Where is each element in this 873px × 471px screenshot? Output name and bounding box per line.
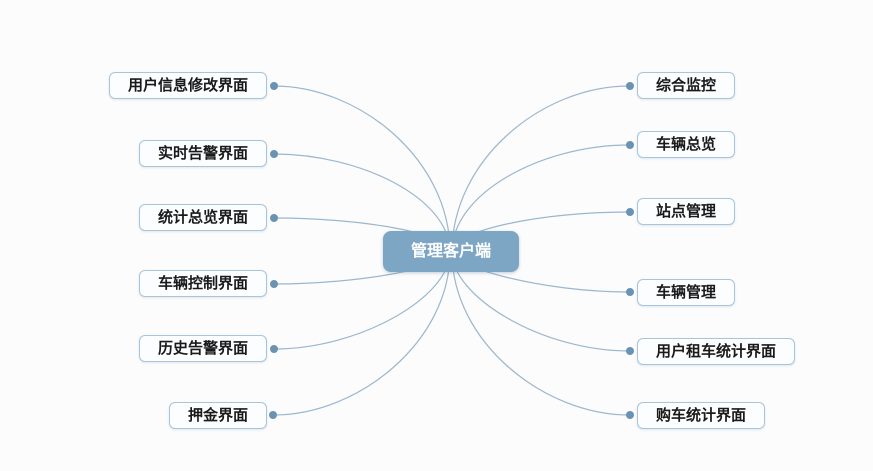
connector-line [451, 144, 630, 253]
node-user-rental-stats-ui[interactable]: 用户租车统计界面 [637, 338, 796, 365]
connector-dot [626, 411, 634, 419]
connector-line [451, 251, 630, 416]
node-stats-overview-ui[interactable]: 统计总览界面 [138, 204, 267, 231]
connector-dot [626, 208, 634, 216]
connector-dot [270, 150, 278, 158]
node-realtime-alarm-ui[interactable]: 实时告警界面 [138, 140, 267, 167]
connector-dot [626, 347, 634, 355]
node-deposit-ui[interactable]: 押金界面 [168, 402, 267, 429]
node-vehicle-control-ui[interactable]: 车辆控制界面 [138, 270, 267, 297]
node-management-client-root[interactable]: 管理客户端 [383, 231, 519, 272]
connector-dot [270, 214, 278, 222]
node-vehicle-overview[interactable]: 车辆总览 [637, 131, 736, 158]
connector-line [451, 85, 630, 253]
node-user-info-edit-ui[interactable]: 用户信息修改界面 [108, 72, 267, 99]
connector-dot [269, 411, 277, 419]
connector-dot [626, 288, 634, 296]
node-vehicle-management[interactable]: 车辆管理 [637, 279, 736, 306]
node-purchase-stats-ui[interactable]: 购车统计界面 [637, 402, 766, 429]
connector-dot [626, 141, 634, 149]
node-station-management[interactable]: 站点管理 [637, 198, 736, 225]
node-integrated-monitoring[interactable]: 综合监控 [637, 72, 736, 99]
connector-dot [270, 345, 278, 353]
connector-line [273, 251, 451, 416]
connector-dot [270, 280, 278, 288]
node-history-alarm-ui[interactable]: 历史告警界面 [138, 335, 267, 362]
connector-dot [626, 82, 634, 90]
connector-line [273, 85, 451, 253]
connector-dot [270, 82, 278, 90]
